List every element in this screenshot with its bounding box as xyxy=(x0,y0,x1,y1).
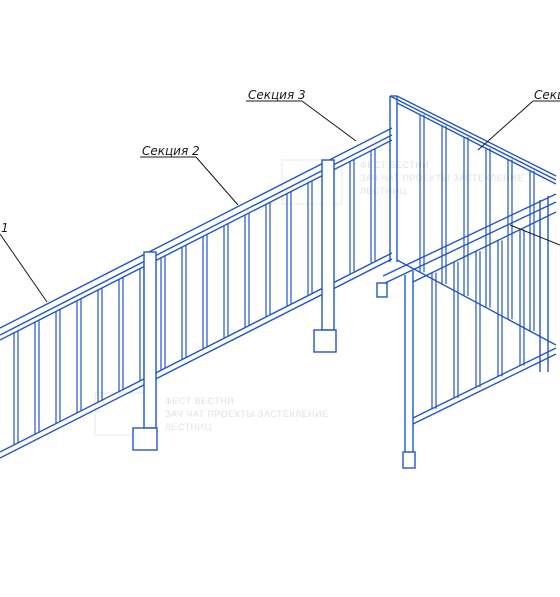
balusters-inclined xyxy=(13,148,376,445)
leader-lines xyxy=(0,100,560,303)
watermark-upper-line3: ЛЕСТНИЦ xyxy=(360,186,407,196)
watermark-lower-line2: ЗАЧ ЧАТ ПРОЕКТЫ ЗАСТЕКЛЕНИЕ xyxy=(165,409,329,419)
label-section-4: Секц xyxy=(534,88,560,102)
balusters-landing xyxy=(419,114,535,409)
watermark-lower: ФЕСТ ВЕСТНИ ЗАЧ ЧАТ ПРОЕКТЫ ЗАСТЕКЛЕНИЕ … xyxy=(94,392,329,436)
posts xyxy=(132,159,337,451)
label-section-3: Секция 3 xyxy=(248,88,306,102)
watermark-upper-line1: ФЕСТ ВЕСТНИ xyxy=(360,160,429,170)
watermark-lower-line3: ЛЕСТНИЦ xyxy=(165,422,212,432)
label-section-1: 1 xyxy=(1,221,9,235)
watermark-upper: ФЕСТ ВЕСТНИ ЗАЧ ЧАТ ПРОЕКТЫ ЗАСТЕКЛЕНИЕ … xyxy=(281,159,523,205)
post-2 xyxy=(321,159,335,331)
post-2-base-plate xyxy=(313,329,337,353)
post-1 xyxy=(143,251,157,429)
post-1-base-plate xyxy=(132,427,158,451)
landing-railing xyxy=(376,95,557,469)
label-section-2: Секция 2 xyxy=(142,144,200,158)
watermark-lower-line1: ФЕСТ ВЕСТНИ xyxy=(165,396,234,406)
